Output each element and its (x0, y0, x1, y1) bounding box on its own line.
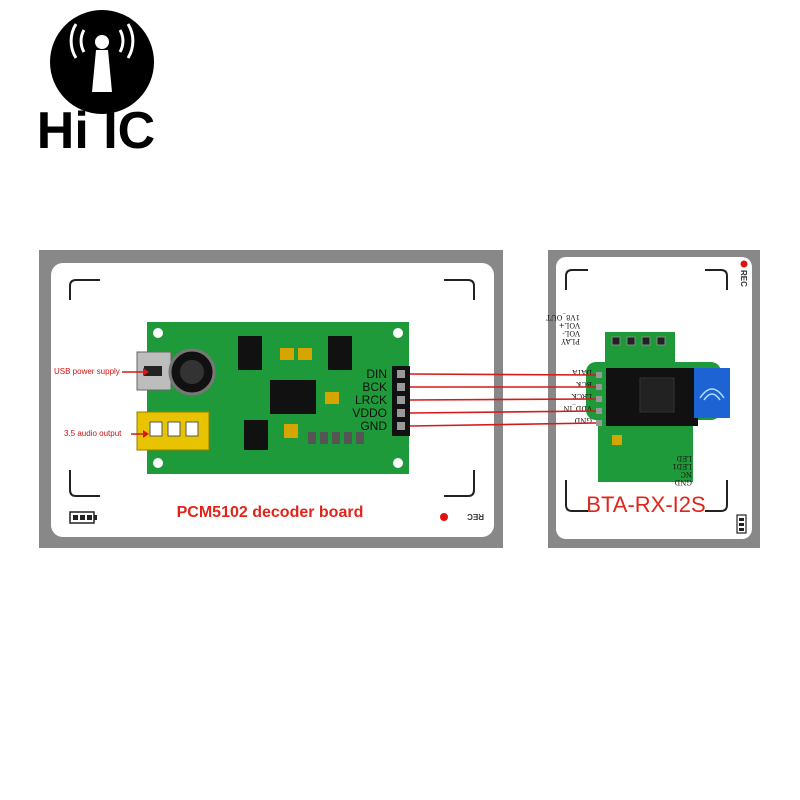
bta-pin-bck: BCK (575, 380, 592, 388)
battery-icon (69, 511, 97, 524)
bta-module: PLAY VOL- VOL+ 1V8_OUT DATA BCK LRCK VDD… (546, 313, 730, 486)
bta-pin-bottom-led: LED (676, 454, 692, 462)
wire-din-data (409, 373, 597, 376)
rec-label: REC (739, 270, 748, 287)
rec-label: REC (467, 512, 484, 521)
rec-indicator: REC (440, 512, 484, 521)
pin-label-gnd: GND (360, 419, 387, 433)
bta-pin-lrck: LRCK (571, 392, 592, 400)
bta-side-pin-labels: DATA BCK LRCK VDD_IN GND (563, 368, 593, 424)
bta-pin-bottom-led1: LED1 (672, 462, 692, 470)
corner-marks (69, 279, 475, 497)
signal-wires (409, 373, 597, 427)
antenna-icon (694, 368, 730, 418)
rec-indicator: REC (739, 260, 748, 287)
pin-label-lrck: LRCK (355, 393, 387, 407)
bta-bottom-pin-labels: GND NC LED1 LED (672, 454, 692, 486)
wire-vddo-vdd-in (409, 410, 597, 414)
audio-output-label: 3.5 audio output (64, 429, 122, 438)
bta-pin-vol-minus: VOL- (562, 329, 581, 337)
pcm5102-pcb: DIN BCK LRCK VDDO GND (136, 322, 410, 474)
logo-text: Hi IC (37, 102, 155, 160)
bta-pin-play: PLAY (561, 337, 580, 345)
bta-pin-bottom-gnd: GND (674, 478, 692, 486)
battery-icon (736, 514, 747, 534)
bta-pin-data: DATA (571, 368, 592, 376)
bta-pin-vdd-in: VDD_IN (563, 404, 593, 412)
pcm5102-chip (270, 380, 316, 414)
pin-label-din: DIN (366, 367, 387, 381)
corner-marks (565, 269, 728, 512)
bta-title: BTA-RX-I2S (586, 492, 705, 517)
bta-pin-vol-plus: VOL+ (559, 321, 581, 329)
wire-gnd (409, 422, 597, 427)
usb-power-label: USB power supply (54, 367, 120, 376)
bta-pin-gnd: GND (574, 416, 592, 424)
pcm5102-panel: REC (39, 250, 503, 548)
bta-rx-panel: REC PLAY (546, 250, 760, 548)
pin-label-vddo: VDDO (352, 406, 387, 420)
wire-lrck (409, 398, 597, 401)
bta-pin-bottom-nc: NC (681, 470, 692, 478)
hi-ic-logo: Hi IC (37, 10, 155, 160)
pin-label-bck: BCK (362, 380, 387, 394)
pcm5102-title: PCM5102 decoder board (177, 504, 364, 521)
bta-top-pin-labels: PLAY VOL- VOL+ 1V8_OUT (546, 313, 581, 345)
bta-pin-1v8-out: 1V8_OUT (546, 313, 580, 321)
